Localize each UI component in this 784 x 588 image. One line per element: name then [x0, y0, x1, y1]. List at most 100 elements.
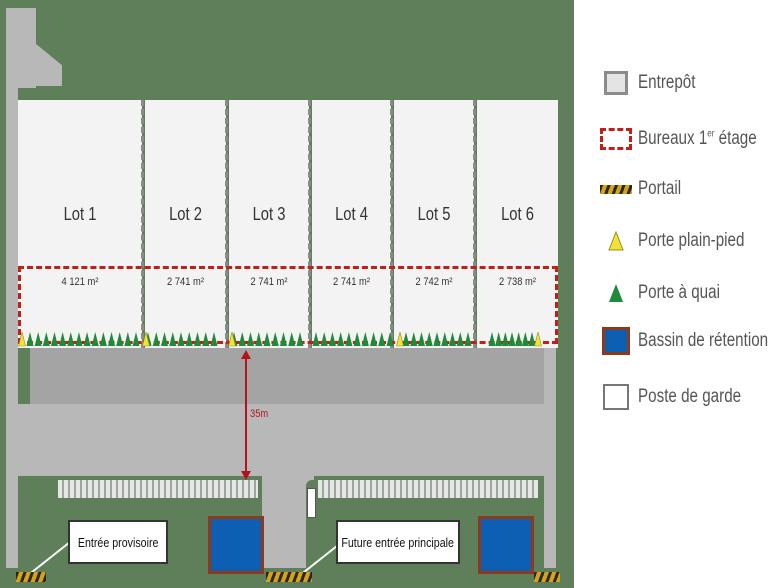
lot-separator	[473, 100, 476, 348]
dock-door-marker	[337, 332, 345, 346]
legend: Entrepôt Bureaux 1er étage Portail Porte…	[600, 60, 784, 420]
dock-door-marker	[161, 332, 168, 346]
lot-name: Lot 1	[63, 204, 97, 224]
lot-name: Lot 4	[335, 204, 368, 224]
dock-door-marker	[124, 332, 132, 346]
gate-right	[534, 572, 560, 582]
dock-door-marker	[521, 332, 529, 346]
dock-door-marker	[361, 332, 369, 346]
access-road-middle	[262, 476, 314, 568]
guard-post-swatch-icon	[603, 384, 629, 410]
legend-label: Entrepôt	[638, 72, 696, 93]
lot-4: Lot 4 2 741 m²	[312, 100, 391, 348]
distance-label: 35m	[250, 408, 269, 420]
dock-door-marker	[402, 332, 410, 346]
dock-door-marker	[210, 332, 218, 346]
parking-spaces-right	[318, 480, 538, 498]
green-triangle-icon	[609, 284, 623, 302]
dock-door-marker	[296, 332, 304, 346]
gate-middle	[266, 572, 312, 582]
lot-area: 4 121 m²	[61, 276, 99, 288]
ground-door-marker	[142, 331, 150, 347]
dock-door-marker	[370, 332, 378, 346]
legend-item-dock-door: Porte à quai	[600, 276, 740, 310]
dock-door-marker	[378, 332, 386, 346]
lot-area: 2 741 m²	[167, 276, 204, 288]
dock-door-marker	[280, 332, 287, 346]
ground-door-marker	[18, 331, 26, 347]
lot-name: Lot 5	[417, 204, 451, 224]
lot-separator	[308, 100, 311, 348]
access-road-corner	[6, 40, 62, 86]
dock-door-marker	[425, 332, 433, 346]
ground-door-marker	[396, 331, 404, 347]
dock-door-marker	[255, 332, 263, 346]
perimeter-road-left	[6, 86, 18, 568]
lot-name: Lot 2	[169, 204, 202, 224]
lot-3: Lot 3 2 741 m²	[229, 100, 309, 348]
dock-door-marker	[488, 332, 496, 346]
ground-door-marker	[228, 331, 236, 347]
warehouse-swatch-icon	[604, 71, 628, 95]
retention-basin-left	[208, 516, 264, 574]
dock-door-marker	[59, 332, 67, 346]
dock-door-marker	[288, 332, 296, 346]
dock-door-marker	[508, 332, 516, 346]
circulation-road	[18, 404, 556, 476]
dock-door-marker	[433, 332, 441, 346]
dock-door-marker	[67, 332, 75, 346]
dock-door-marker	[50, 332, 58, 346]
future-main-entrance-text: Future entrée principale	[341, 534, 455, 550]
dock-door-marker	[501, 332, 509, 346]
dock-door-marker	[386, 332, 394, 346]
lot-separator	[141, 100, 144, 348]
dock-door-marker	[263, 332, 271, 346]
retention-basin-right	[478, 516, 534, 574]
circulation-road-right	[544, 348, 556, 568]
distance-dimension	[241, 350, 251, 480]
dock-door-marker	[441, 332, 449, 346]
dock-door-marker	[464, 332, 472, 346]
dock-door-marker	[271, 332, 279, 346]
legend-item-ground-door: Porte plain-pied	[600, 224, 771, 258]
legend-item-basin: Bassin de rétention	[600, 324, 784, 358]
legend-label: Bureaux 1er étage	[638, 128, 757, 149]
legend-label: Portail	[638, 178, 682, 199]
temporary-entrance-label: Entrée provisoire	[68, 520, 168, 564]
office-dashed-swatch-icon	[600, 128, 632, 150]
first-floor-offices-outline	[18, 266, 558, 344]
lot-5: Lot 5 2 742 m²	[394, 100, 474, 348]
dock-door-marker	[449, 332, 456, 346]
lot-name: Lot 3	[252, 204, 286, 224]
legend-item-guard-post: Poste de garde	[600, 380, 767, 414]
dock-door-marker	[418, 332, 425, 346]
dock-door-marker	[132, 332, 140, 346]
dock-door-marker	[515, 332, 523, 346]
dock-door-marker	[202, 332, 210, 346]
legend-label: Bassin de rétention	[638, 330, 769, 351]
parking-spaces-left	[58, 480, 258, 498]
lot-6: Lot 6 2 738 m²	[477, 100, 558, 348]
dock-door-marker	[353, 332, 361, 346]
dock-door-marker	[75, 332, 83, 346]
legend-label: Porte à quai	[638, 282, 720, 303]
loading-doors-row	[18, 331, 542, 347]
lot-area: 2 741 m²	[250, 276, 288, 288]
dock-door-marker	[177, 332, 185, 346]
lot-2: Lot 2 2 741 m²	[145, 100, 226, 348]
dock-door-marker	[152, 332, 160, 346]
retention-basin-swatch-icon	[602, 327, 630, 355]
legend-item-gate: Portail	[600, 172, 692, 206]
lot-area: 2 742 m²	[415, 276, 453, 288]
gate-hatch-swatch-icon	[600, 184, 632, 194]
dock-door-marker	[26, 332, 34, 346]
dock-door-marker	[194, 332, 201, 346]
dock-door-marker	[320, 332, 328, 346]
legend-item-offices: Bureaux 1er étage	[600, 122, 784, 156]
lot-area: 2 741 m²	[333, 276, 370, 288]
dock-door-marker	[169, 332, 177, 346]
dock-door-marker	[345, 332, 353, 346]
dock-door-marker	[495, 332, 503, 346]
dock-door-marker	[116, 332, 124, 346]
lot-separator	[225, 100, 228, 348]
